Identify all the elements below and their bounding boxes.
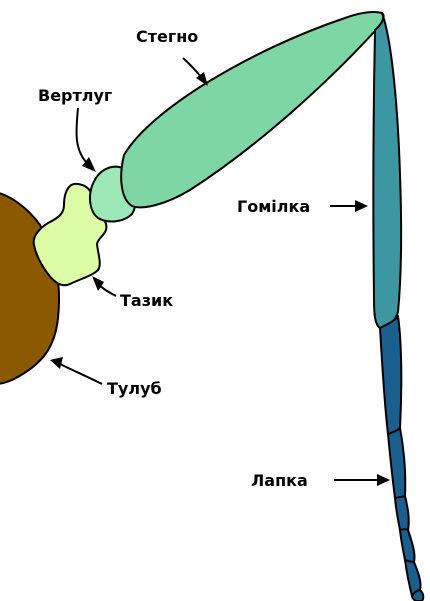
- tarsus-label: Лапка: [251, 471, 308, 490]
- tarsus-segment-2: [388, 428, 405, 499]
- trochanter-arrow-line: [76, 108, 86, 162]
- tarsus-arrow-head: [377, 474, 390, 486]
- femur-arrow-line: [183, 58, 202, 78]
- tibia-label: Гомілка: [237, 197, 310, 216]
- femur-label: Стегно: [136, 27, 198, 46]
- coxa-label: Тазик: [120, 291, 173, 310]
- body-label: Тулуб: [107, 379, 162, 398]
- body-arrow-head: [50, 357, 63, 369]
- body-arrow-line: [60, 364, 102, 384]
- tarsus-segment-4: [400, 529, 415, 563]
- tarsus-segment-1: [380, 316, 401, 435]
- trochanter-label: Вертлуг: [38, 86, 112, 105]
- tibia-arrow-head: [355, 200, 368, 212]
- tibia-segment: [373, 13, 401, 328]
- tarsus-segment-3: [395, 496, 409, 532]
